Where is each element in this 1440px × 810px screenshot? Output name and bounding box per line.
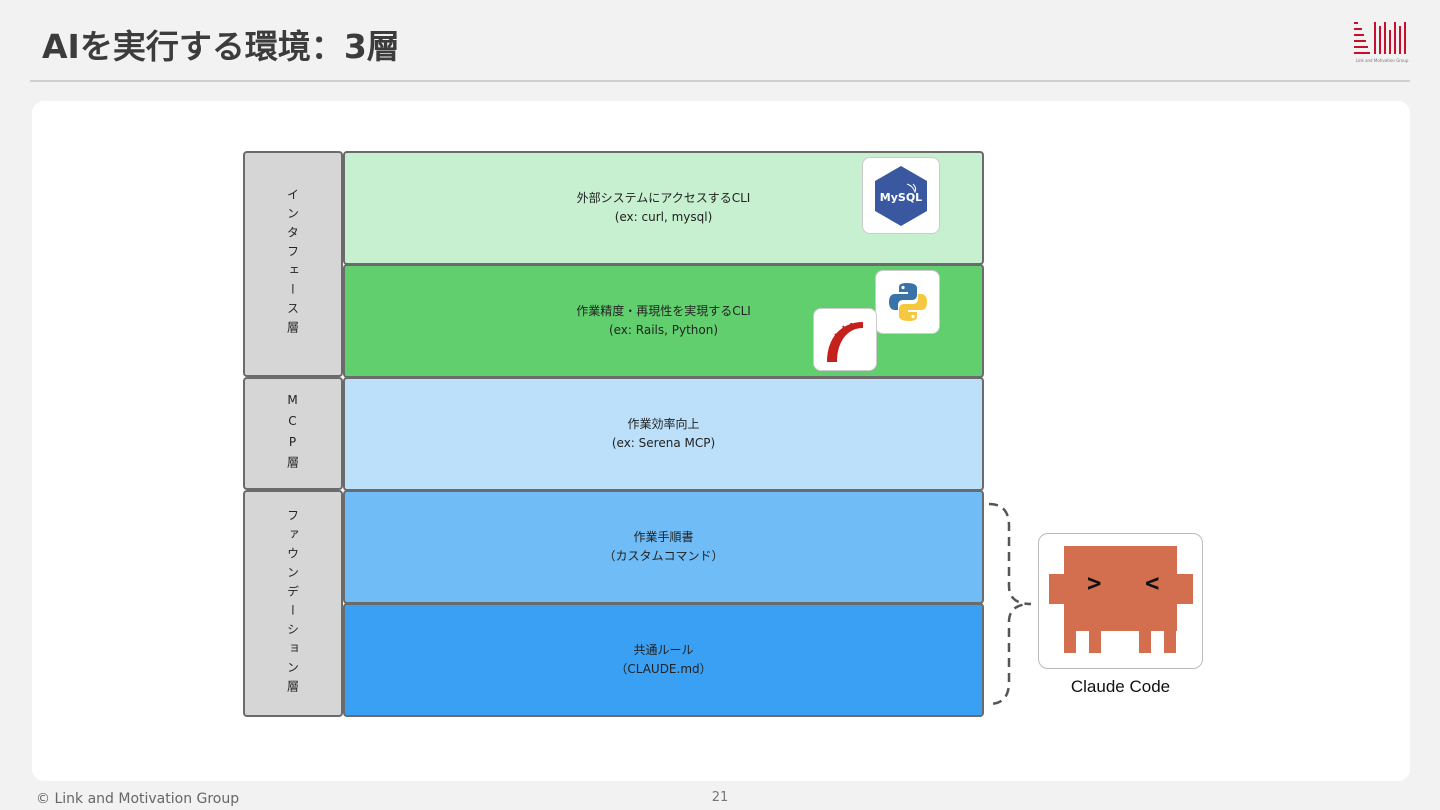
layer-label: MCP層 xyxy=(285,392,300,475)
layer-foundation: ファウンデーション層 xyxy=(243,490,343,717)
box-title: 外部システムにアクセスするCLI xyxy=(576,191,751,205)
mysql-icon: MySQL xyxy=(862,157,940,234)
claude-code-label: Claude Code xyxy=(1070,677,1171,696)
box-example: (ex: curl, mysql) xyxy=(614,210,713,224)
box-example: (ex: Rails, Python) xyxy=(608,323,719,337)
claude-code-card: > < xyxy=(1038,533,1203,669)
box-procedures: 作業手順書 （カスタムコマンド） xyxy=(343,490,984,604)
box-example: （CLAUDE.md） xyxy=(615,662,712,676)
layer-label: ファウンデーション層 xyxy=(285,508,300,699)
slide-title: AIを実行する環境：3層 xyxy=(42,27,400,66)
company-logo: Link and Motivation Group xyxy=(1352,20,1412,66)
brace-connector xyxy=(988,502,1032,706)
box-title: 共通ルール xyxy=(633,643,694,657)
page-number: 21 xyxy=(711,790,729,805)
box-example: （カスタムコマンド） xyxy=(603,549,724,563)
python-icon xyxy=(875,270,940,334)
svg-text:>: > xyxy=(1087,569,1101,597)
box-mcp: 作業効率向上 (ex: Serena MCP) xyxy=(343,377,984,491)
box-title: 作業手順書 xyxy=(633,530,694,544)
layer-mcp: MCP層 xyxy=(243,377,343,490)
layer-label: インタフェース層 xyxy=(285,188,300,340)
svg-text:<: < xyxy=(1145,569,1159,597)
box-title: 作業効率向上 xyxy=(627,417,700,431)
footer-copyright: © Link and Motivation Group xyxy=(36,791,240,807)
box-common-rules: 共通ルール （CLAUDE.md） xyxy=(343,603,984,717)
logo-caption: Link and Motivation Group xyxy=(1355,58,1409,63)
claude-code-icon: > < xyxy=(1049,546,1193,653)
rails-icon xyxy=(813,308,877,371)
title-divider xyxy=(30,80,1410,82)
box-title: 作業精度・再現性を実現するCLI xyxy=(576,304,751,318)
layer-interface: インタフェース層 xyxy=(243,151,343,377)
box-example: (ex: Serena MCP) xyxy=(611,436,716,450)
mysql-icon-text: MySQL xyxy=(880,191,922,204)
